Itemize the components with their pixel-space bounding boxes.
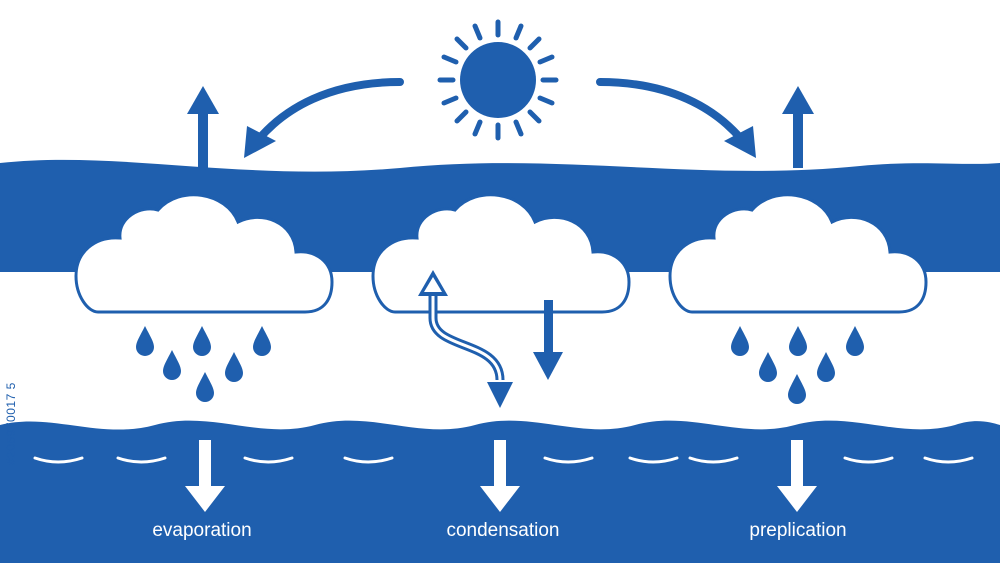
condensation-water-down-arrow-icon bbox=[480, 440, 520, 512]
sun-icon bbox=[437, 19, 559, 141]
stock-id-watermark: #205970017 5 bbox=[4, 382, 18, 465]
precipitation-up-arrow-icon bbox=[782, 86, 814, 168]
condensation-down-arrow-icon bbox=[533, 300, 563, 380]
wave-icon bbox=[33, 456, 974, 464]
evaporation-down-arrow-icon bbox=[185, 440, 225, 512]
evaporation-up-arrow-icon bbox=[187, 86, 219, 168]
evaporation-label: evaporation bbox=[152, 520, 252, 541]
condensation-label: condensation bbox=[446, 520, 560, 541]
raindrop-icon bbox=[731, 326, 864, 404]
precipitation-label: preplication bbox=[749, 520, 847, 541]
condensation-wavy-arrow-icon bbox=[418, 270, 513, 408]
cloud-icon bbox=[74, 193, 334, 314]
raindrop-icon bbox=[136, 326, 271, 402]
sun-right-arrow-icon bbox=[596, 78, 756, 158]
sun-left-arrow-icon bbox=[244, 78, 404, 158]
precipitation-down-arrow-icon bbox=[777, 440, 817, 512]
cloud-icon bbox=[668, 193, 928, 314]
